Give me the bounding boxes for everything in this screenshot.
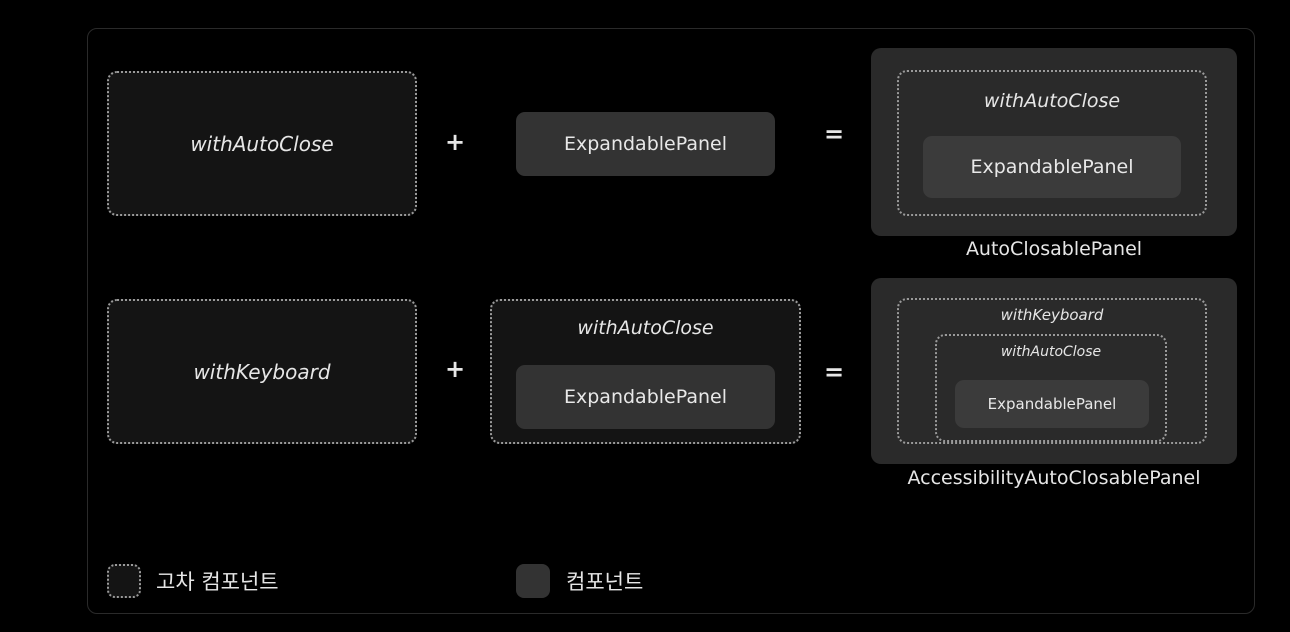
result-panel-autoclosablepanel: withAutoClose ExpandablePanel bbox=[871, 48, 1237, 236]
hoc-label: withKeyboard bbox=[193, 359, 331, 384]
result-inner-hoc-label: withAutoClose bbox=[1000, 344, 1102, 360]
legend-hoc-swatch bbox=[107, 564, 141, 598]
equals-operator: = bbox=[823, 120, 845, 148]
result-component-label: ExpandablePanel bbox=[970, 156, 1134, 178]
middle-component-label: ExpandablePanel bbox=[564, 386, 727, 408]
result-component-box: ExpandablePanel bbox=[923, 136, 1181, 198]
legend-component-label: 컴포넌트 bbox=[566, 570, 644, 594]
result-inner-hoc-box: withAutoClose ExpandablePanel bbox=[935, 334, 1167, 442]
result-panel-accessibilityautoclosablepanel: withKeyboard withAutoClose ExpandablePan… bbox=[871, 278, 1237, 464]
middle-component-box: ExpandablePanel bbox=[516, 365, 775, 429]
equals-operator: = bbox=[823, 358, 845, 386]
result-component-label: ExpandablePanel bbox=[987, 395, 1117, 413]
component-box-expandablepanel: ExpandablePanel bbox=[516, 112, 775, 176]
result-caption-autoclosablepanel: AutoClosablePanel bbox=[965, 238, 1143, 260]
middle-hoc-box: withAutoClose ExpandablePanel bbox=[490, 299, 801, 444]
component-label: ExpandablePanel bbox=[564, 133, 727, 155]
hoc-box-withautoclose: withAutoClose bbox=[107, 71, 417, 216]
result-hoc-box: withAutoClose ExpandablePanel bbox=[897, 70, 1207, 216]
middle-hoc-label: withAutoClose bbox=[577, 317, 714, 339]
plus-operator: + bbox=[444, 128, 466, 156]
hoc-box-withkeyboard: withKeyboard bbox=[107, 299, 417, 444]
result-outer-hoc-box: withKeyboard withAutoClose ExpandablePan… bbox=[897, 298, 1207, 444]
result-caption-accessibilityautoclosablepanel: AccessibilityAutoClosablePanel bbox=[907, 467, 1201, 489]
hoc-label: withAutoClose bbox=[190, 131, 334, 156]
result-outer-hoc-label: withKeyboard bbox=[1000, 306, 1104, 324]
plus-operator: + bbox=[444, 355, 466, 383]
result-component-box: ExpandablePanel bbox=[955, 380, 1149, 428]
legend-hoc-label: 고차 컴포넌트 bbox=[156, 570, 279, 594]
result-hoc-label: withAutoClose bbox=[983, 90, 1121, 112]
legend-component-swatch bbox=[516, 564, 550, 598]
